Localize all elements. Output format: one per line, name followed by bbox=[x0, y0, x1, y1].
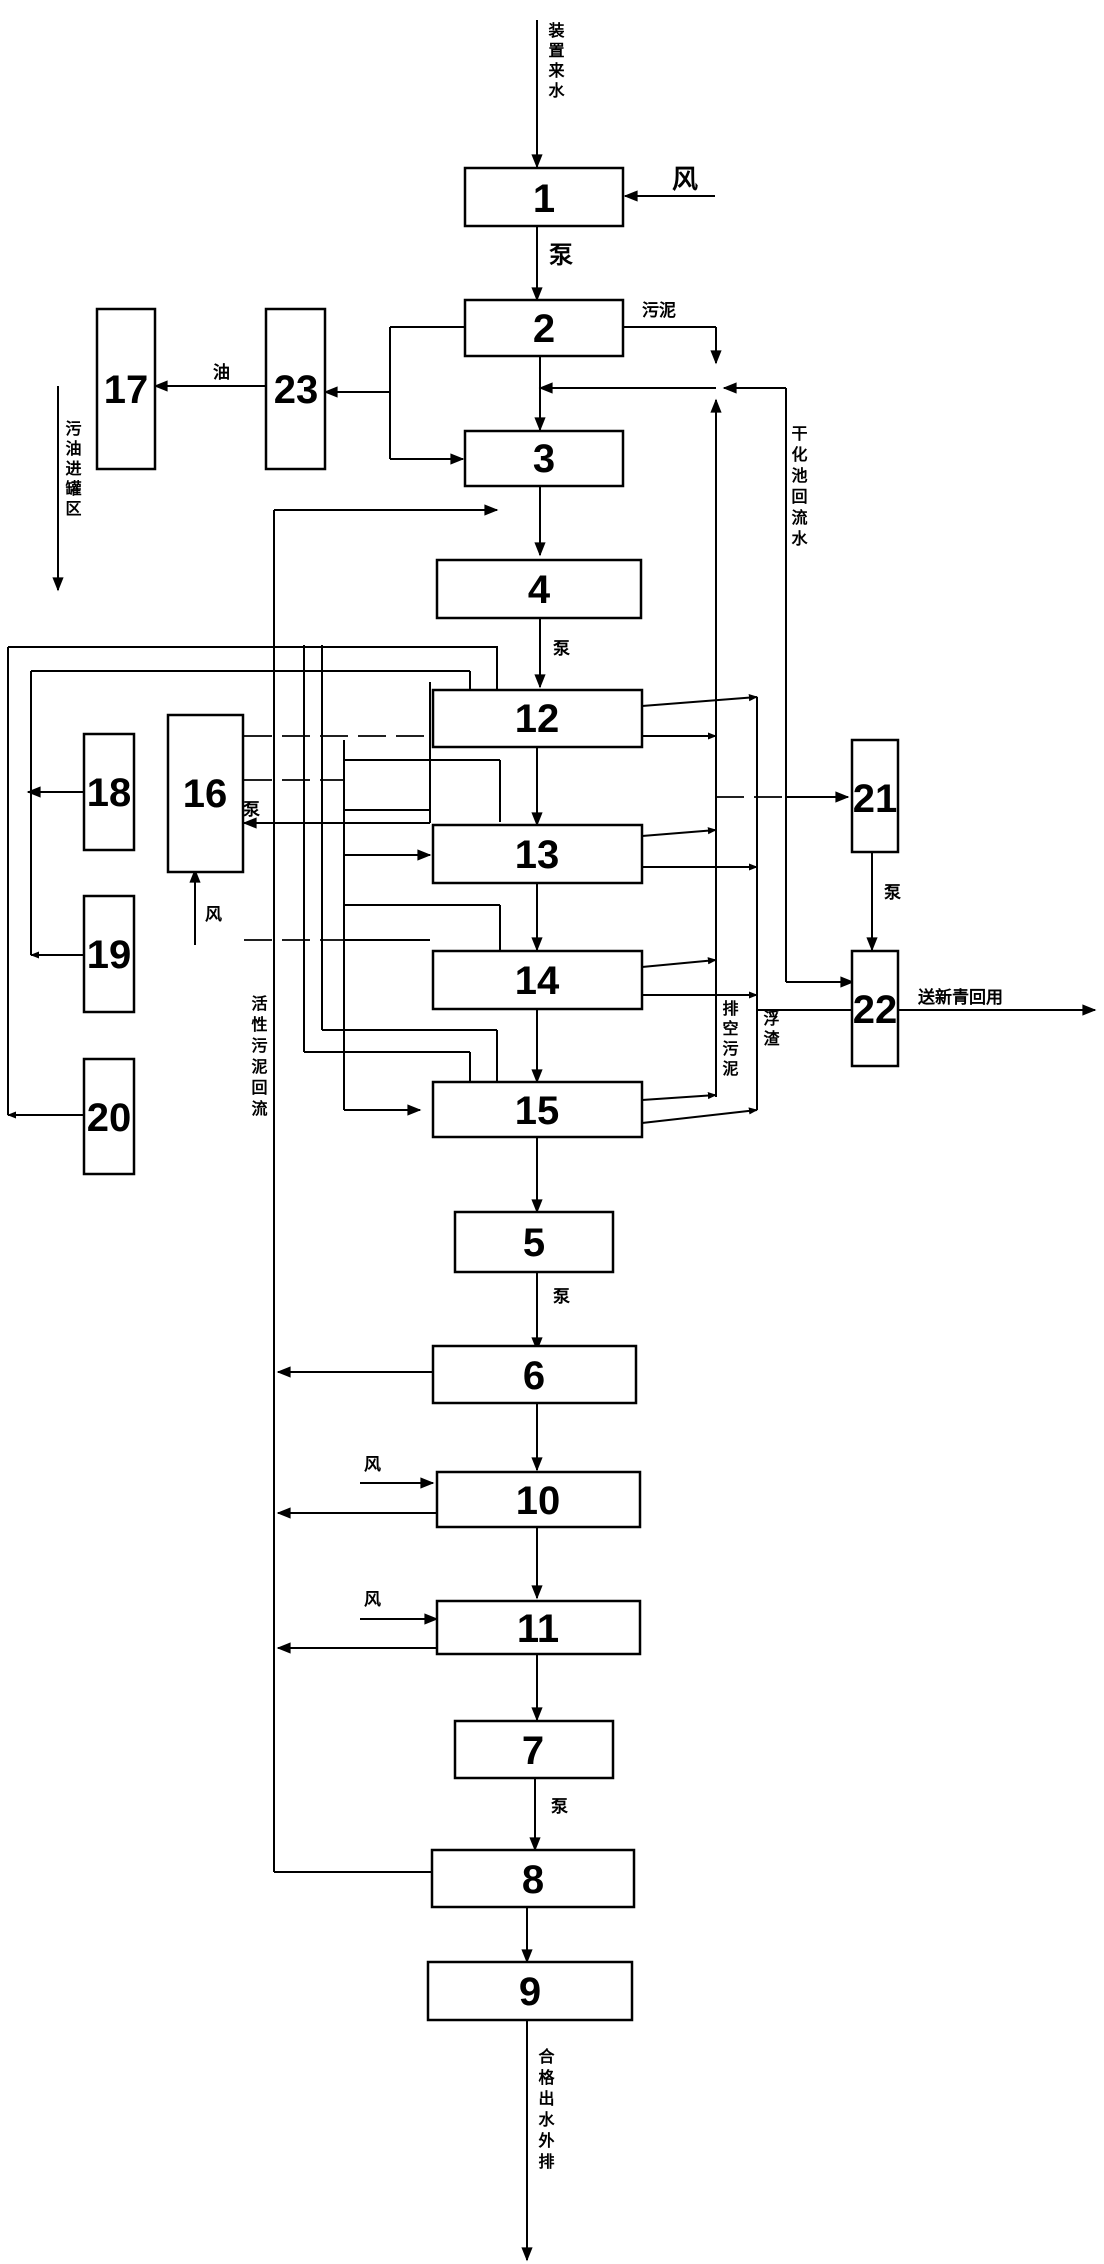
unit-3: 3 bbox=[463, 429, 625, 488]
right-outlet-lines bbox=[641, 694, 1097, 1124]
svg-text:2: 2 bbox=[533, 307, 555, 351]
svg-text:4: 4 bbox=[528, 568, 551, 612]
label-scum: 浮渣 bbox=[761, 1009, 780, 1050]
unit-1: 1 bbox=[463, 166, 625, 228]
label-inflow: 装置来水 bbox=[546, 21, 566, 102]
svg-text:10: 10 bbox=[516, 1479, 561, 1523]
label-to-reuse: 送新青回用 bbox=[918, 987, 1003, 1008]
svg-text:21: 21 bbox=[853, 777, 898, 821]
svg-text:13: 13 bbox=[515, 833, 560, 877]
label-sludge-2: 污泥 bbox=[642, 300, 676, 321]
svg-text:17: 17 bbox=[104, 368, 149, 412]
unit-13: 13 bbox=[431, 823, 644, 885]
unit-20: 20 bbox=[82, 1057, 136, 1176]
process-units: 1 2 3 4 12 13 14 15 bbox=[82, 166, 900, 2022]
label-active-sludge-return: 活性污泥回流 bbox=[249, 994, 268, 1121]
oil-branch-lines bbox=[52, 326, 465, 592]
label-pump-7: 泵 bbox=[551, 1797, 568, 1817]
label-wind-16: 风 bbox=[205, 905, 222, 925]
unit-17: 17 bbox=[95, 307, 157, 471]
unit-16: 16 bbox=[166, 713, 245, 874]
label-excess-sludge: 排空污泥 bbox=[720, 999, 739, 1080]
unit-9: 9 bbox=[426, 1960, 634, 2022]
unit-4: 4 bbox=[435, 558, 643, 620]
svg-text:16: 16 bbox=[183, 772, 228, 816]
unit-8: 8 bbox=[430, 1848, 636, 1909]
sludge-return-lines bbox=[538, 326, 853, 1110]
label-pump-16: 泵 bbox=[243, 800, 260, 820]
label-pump-1: 泵 bbox=[549, 241, 573, 269]
svg-text:3: 3 bbox=[533, 437, 555, 481]
label-wind-1: 风 bbox=[672, 165, 698, 195]
svg-text:1: 1 bbox=[533, 177, 555, 221]
unit-2: 2 bbox=[463, 298, 625, 358]
svg-text:19: 19 bbox=[87, 933, 132, 977]
left-distribution-lines bbox=[7, 645, 501, 1119]
label-oil-to-tank: 污油进罐区 bbox=[63, 419, 83, 520]
label-wind-11: 风 bbox=[364, 1590, 381, 1610]
svg-text:14: 14 bbox=[515, 959, 560, 1003]
label-pump-4: 泵 bbox=[553, 639, 570, 659]
svg-text:5: 5 bbox=[523, 1221, 545, 1265]
svg-text:20: 20 bbox=[87, 1096, 132, 1140]
unit-14: 14 bbox=[431, 949, 644, 1011]
unit-18: 18 bbox=[82, 732, 136, 852]
svg-text:23: 23 bbox=[274, 368, 319, 412]
svg-text:9: 9 bbox=[519, 1970, 541, 2014]
unit-22: 22 bbox=[850, 949, 900, 1068]
flow-labels: 装置来水 风 泵 污泥 油 污油进罐区 干化池回流水 泵 泵 风 泵 活性污泥回… bbox=[63, 21, 1004, 2174]
unit-7: 7 bbox=[453, 1719, 615, 1780]
unit-6: 6 bbox=[431, 1344, 638, 1405]
svg-text:6: 6 bbox=[523, 1354, 545, 1398]
unit-12: 12 bbox=[431, 688, 644, 749]
unit-11: 11 bbox=[435, 1599, 642, 1656]
label-dry-return: 干化池回流水 bbox=[789, 425, 808, 551]
svg-text:7: 7 bbox=[522, 1729, 544, 1773]
label-oil: 油 bbox=[213, 362, 230, 383]
svg-text:15: 15 bbox=[515, 1089, 560, 1133]
label-discharge: 合格出水外排 bbox=[536, 2047, 556, 2174]
unit-10: 10 bbox=[435, 1470, 642, 1529]
main-flow-lines bbox=[521, 20, 715, 2262]
svg-text:12: 12 bbox=[515, 697, 560, 741]
label-wind-10: 风 bbox=[364, 1455, 381, 1475]
label-pump-5: 泵 bbox=[553, 1287, 570, 1307]
unit-23: 23 bbox=[264, 307, 327, 471]
unit-15: 15 bbox=[431, 1080, 644, 1139]
unit-19: 19 bbox=[82, 894, 136, 1014]
unit-5: 5 bbox=[453, 1210, 615, 1274]
unit-21: 21 bbox=[850, 738, 900, 854]
activated-sludge-return-lines bbox=[273, 504, 499, 1873]
label-pump-21: 泵 bbox=[884, 883, 901, 903]
svg-text:11: 11 bbox=[517, 1607, 559, 1651]
svg-text:18: 18 bbox=[87, 771, 132, 815]
svg-text:22: 22 bbox=[853, 988, 898, 1032]
svg-text:8: 8 bbox=[522, 1858, 544, 1902]
